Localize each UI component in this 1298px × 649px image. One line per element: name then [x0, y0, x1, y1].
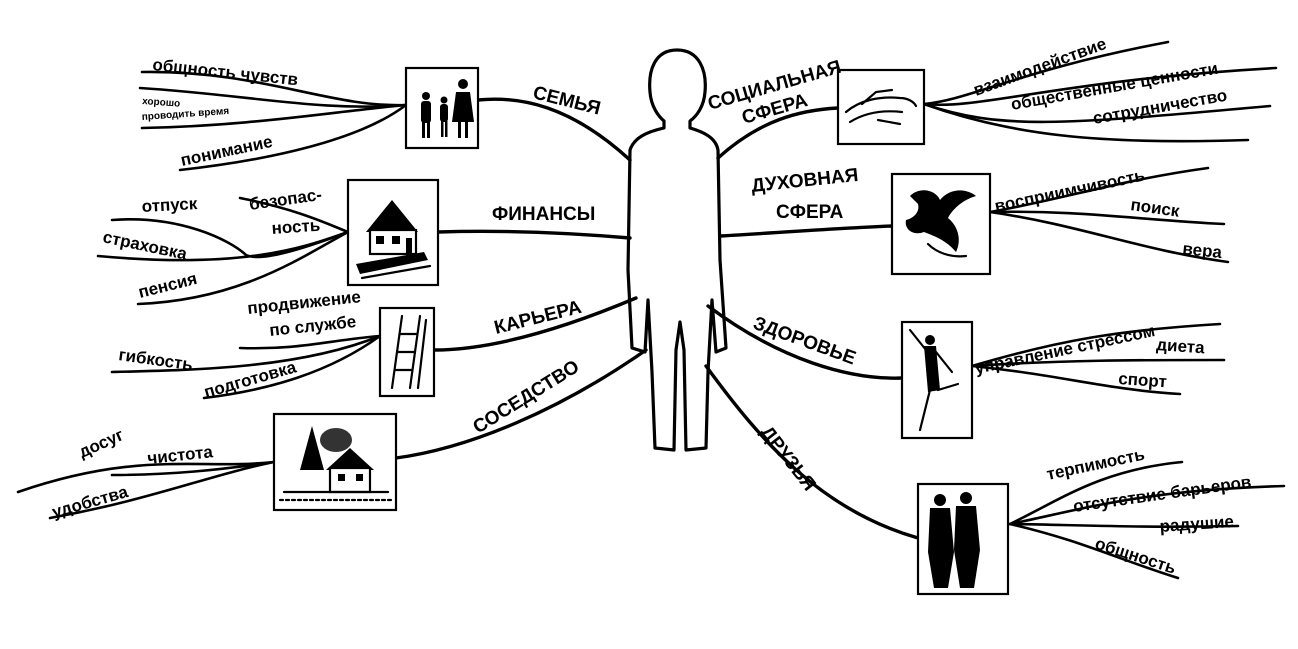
- sub-family-2: хорошо: [142, 96, 181, 110]
- house-icon: [346, 178, 440, 287]
- sub-health-3: спорт: [1118, 369, 1168, 391]
- twig-family-1: [140, 70, 408, 107]
- sub-career-2: по службе: [268, 312, 357, 340]
- family-icon: [404, 66, 480, 150]
- twig-family-2: [138, 86, 408, 108]
- sub-family-3: проводить время: [141, 106, 229, 123]
- label-finance: ФИНАНСЫ: [492, 204, 595, 225]
- dancer-icon: [900, 320, 974, 440]
- twig-spiritual-3: [988, 210, 1230, 264]
- branch-neighborhood: [394, 348, 648, 460]
- twig-career-1: [238, 334, 382, 350]
- label-friends: ДРУЗЬЯ: [756, 422, 820, 495]
- sub-friends-2: отсутствие барьеров: [1072, 472, 1253, 516]
- twig-health-1: [970, 322, 1222, 368]
- twig-social-2: [922, 66, 1278, 107]
- sub-neighborhood-1: досуг: [76, 425, 127, 461]
- twig-friends-4: [1008, 522, 1180, 580]
- branch-family: [476, 97, 632, 162]
- twig-spiritual-2: [988, 210, 1226, 226]
- sub-neighborhood-3: удобства: [50, 482, 131, 522]
- twig-career-2: [110, 334, 382, 374]
- twig-neighborhood-1: [16, 460, 276, 494]
- sub-finance-1: отпуск: [141, 194, 198, 216]
- branch-career: [432, 296, 638, 352]
- person-silhouette: [626, 48, 728, 452]
- village-icon: [272, 412, 398, 512]
- sub-friends-1: терпимость: [1045, 445, 1146, 484]
- sub-friends-4: общность: [1093, 534, 1179, 578]
- twig-friends-2: [1008, 484, 1286, 526]
- twig-friends-3: [1008, 522, 1240, 528]
- twig-social-4: [922, 102, 1250, 143]
- twig-neighborhood-2: [110, 460, 276, 477]
- label-spiritual-line1: ДУХОВНАЯ: [750, 165, 859, 197]
- sub-health-2: диета: [1156, 335, 1206, 357]
- twig-finance-4: [238, 196, 350, 234]
- twig-health-3: [970, 364, 1182, 396]
- twig-friends-1: [1008, 460, 1184, 526]
- branch-friends: [704, 364, 920, 540]
- dove-icon: [890, 172, 992, 276]
- branch-social: [716, 106, 840, 160]
- twig-family-3: [140, 103, 408, 130]
- twig-career-3: [202, 334, 382, 400]
- branch-finance: [436, 229, 632, 240]
- label-family: СЕМЬЯ: [531, 82, 603, 119]
- twig-health-2: [970, 358, 1226, 368]
- twig-family-4: [178, 103, 408, 172]
- sub-finance-3: ность: [271, 216, 321, 238]
- sub-finance-5: пенсия: [136, 269, 199, 302]
- twig-spiritual-1: [988, 166, 1210, 214]
- sub-friends-3: радушие: [1159, 512, 1235, 536]
- twig-finance-2: [96, 230, 350, 262]
- friends-icon: [916, 482, 1010, 596]
- sub-family-1: общность чувств: [152, 55, 299, 89]
- twig-finance-3: [136, 230, 350, 306]
- sub-spiritual-3: вера: [1182, 239, 1224, 262]
- branch-spiritual: [718, 224, 894, 238]
- branch-health: [706, 304, 904, 380]
- twig-social-1: [922, 40, 1170, 106]
- sub-spiritual-1: восприимчивость: [993, 166, 1147, 216]
- handshake-icon: [836, 68, 926, 146]
- label-spiritual-line2: СФЕРА: [776, 202, 844, 223]
- twig-neighborhood-3: [48, 460, 276, 520]
- ladder-icon: [378, 306, 436, 398]
